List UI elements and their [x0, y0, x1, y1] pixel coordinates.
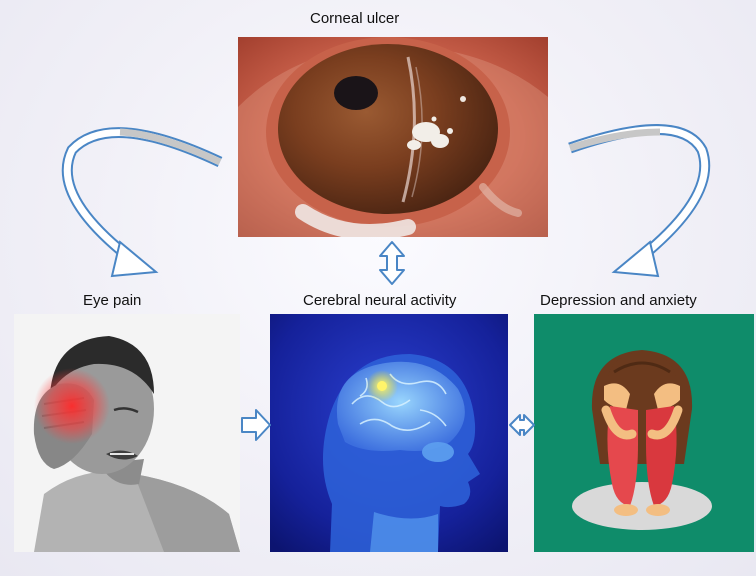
depression-anxiety-title: Depression and anxiety [540, 292, 697, 310]
eye-pain-title: Eye pain [83, 292, 141, 310]
curved-arrow-right-icon [570, 129, 705, 276]
eye-pain-image [14, 314, 240, 552]
curved-arrow-left-icon [67, 132, 220, 276]
cerebral-neural-activity-title: Cerebral neural activity [303, 292, 456, 310]
brain-image [270, 314, 508, 552]
double-arrow-horizontal-icon [510, 415, 534, 435]
corneal-ulcer-title: Corneal ulcer [310, 10, 399, 28]
double-arrow-vertical-icon [380, 242, 404, 284]
depression-anxiety-image [534, 314, 754, 552]
arrow-right-icon [242, 410, 270, 440]
corneal-ulcer-image [238, 37, 548, 237]
